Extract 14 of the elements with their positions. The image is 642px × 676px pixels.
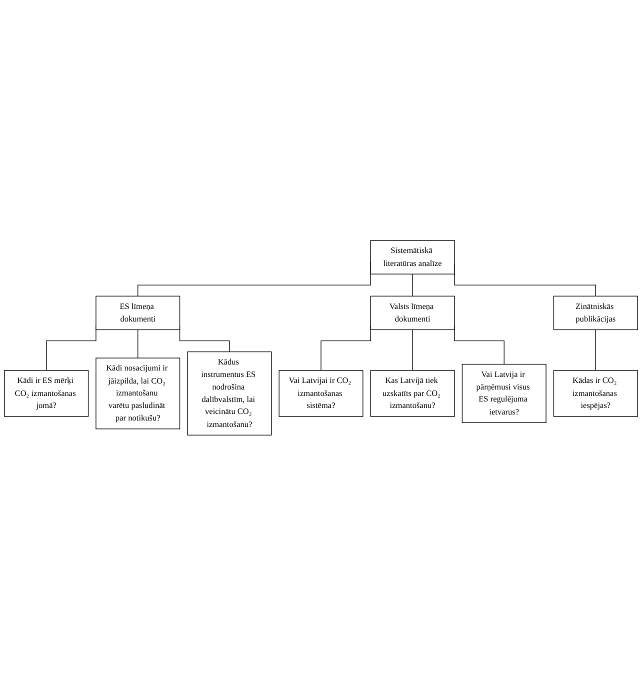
node-box: Kādus instrumentus ES nodrošina dalībvalstīm, lai veicinātu CO₂ izmantošanu? [187,352,272,436]
node-box: Zinātniskās publikācijas [553,296,638,330]
node-box: Vai Latvijai ir CO₂ izmantošanas sistēma? [278,370,364,418]
node-box: ES līmeņa dokumenti [96,296,180,330]
node-box: Kas Latvijā tiek uzskatīts par CO₂ izmantošanu? [370,370,455,418]
node-box: Kādi ir ES mērķi CO₂ izmantošanas jomā? [4,370,89,418]
node-box: Sistemātiskā literatūras analīze [370,240,455,275]
connector [412,274,413,297]
node-box: Vai Latvija ir pārņēmusi visus ES regulējuma ietvarus? [462,364,546,424]
node-box: Kādi nosacījumi ir jāizpilda, lai CO₂ izmantošanu varētu pasludināt par notikušu? [96,358,180,430]
connector [595,330,596,371]
connector [412,330,413,371]
node-box: Valsts līmeņa dokumenti [370,296,455,330]
node-box: Kādas ir CO₂ izmantošanas iespējas? [553,370,638,418]
